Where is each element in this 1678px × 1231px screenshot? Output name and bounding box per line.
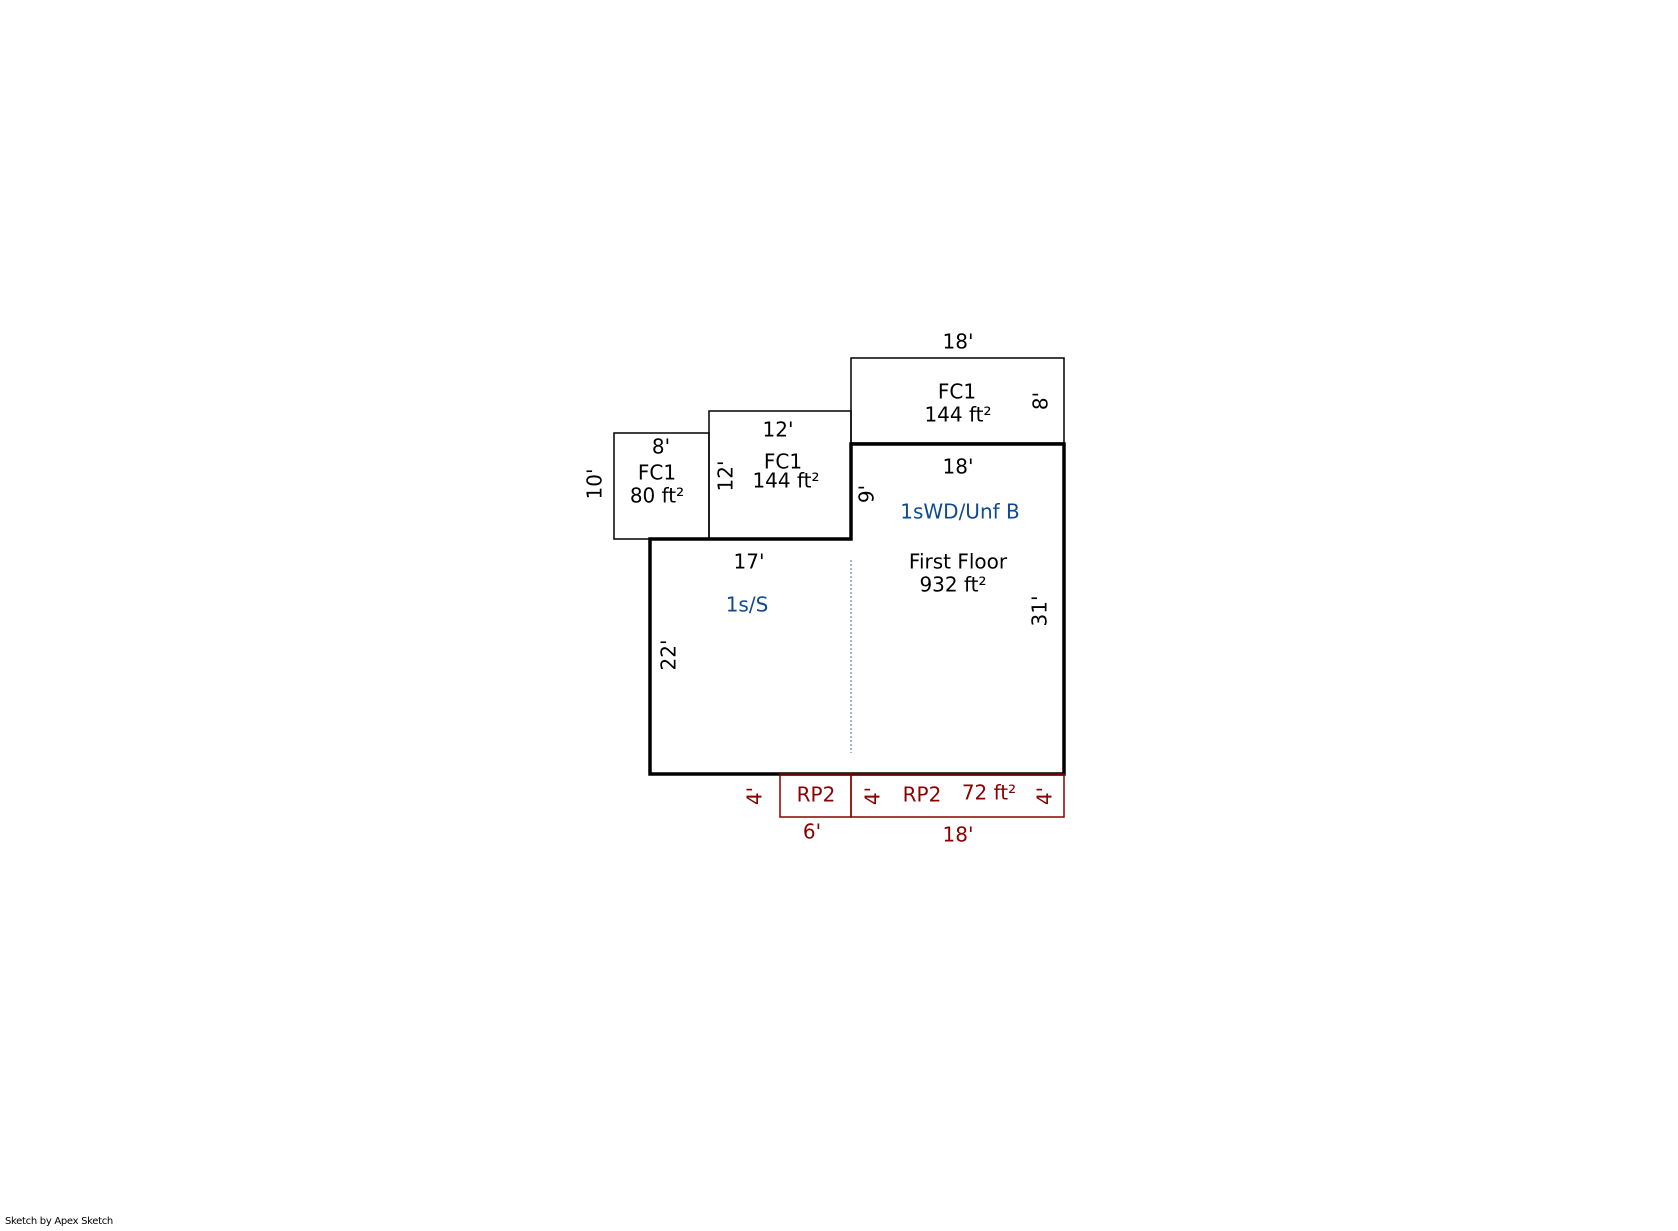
first-floor-area: 932 ft²	[919, 573, 986, 597]
fc1-small-side-dim: 10'	[583, 469, 607, 500]
rp2-large-side-left-dim: 4'	[861, 787, 885, 805]
fc1-top-area: 144 ft²	[924, 403, 991, 427]
fc1-middle-side-dim: 12'	[714, 461, 738, 492]
first-floor-outline	[648, 442, 1066, 776]
fc1-top-name: FC1	[938, 380, 976, 404]
first-floor-code-left: 1s/S	[726, 593, 769, 617]
first-floor-left-dim: 22'	[657, 640, 681, 671]
first-floor-step-dim: 9'	[855, 485, 879, 503]
rp2-large-outline	[850, 773, 1065, 818]
first-floor-left-top-dim: 17'	[734, 550, 765, 574]
first-floor-top-dim: 18'	[943, 455, 974, 479]
fc1-small-area: 80 ft²	[630, 484, 684, 508]
sketch-credit: Sketch by Apex Sketch	[5, 1216, 113, 1227]
rp2-small-side-dim: 4'	[743, 787, 767, 805]
first-floor-code-right: 1sWD/Unf B	[900, 500, 1020, 524]
fc1-middle-top-dim: 12'	[763, 418, 794, 442]
first-floor-right-dim: 31'	[1028, 596, 1052, 627]
rp2-large-name: RP2	[903, 783, 942, 807]
rp2-small-bottom-dim: 6'	[803, 820, 821, 844]
fc1-middle-name: FC1	[764, 450, 802, 474]
first-floor-name: First Floor	[909, 550, 1008, 574]
fc1-small-top-dim: 8'	[652, 435, 670, 459]
fc1-small-name: FC1	[638, 461, 676, 485]
fc1-top-side-dim: 8'	[1029, 392, 1053, 410]
rp2-large-area: 72 ft²	[962, 781, 1016, 805]
rp2-large-bottom-dim: 18'	[943, 823, 974, 847]
fc1-top-top-dim: 18'	[943, 330, 974, 354]
rp2-small-name: RP2	[797, 783, 836, 807]
rp2-large-side-right-dim: 4'	[1033, 787, 1057, 805]
fc1-middle-area: 144 ft²	[752, 469, 819, 493]
